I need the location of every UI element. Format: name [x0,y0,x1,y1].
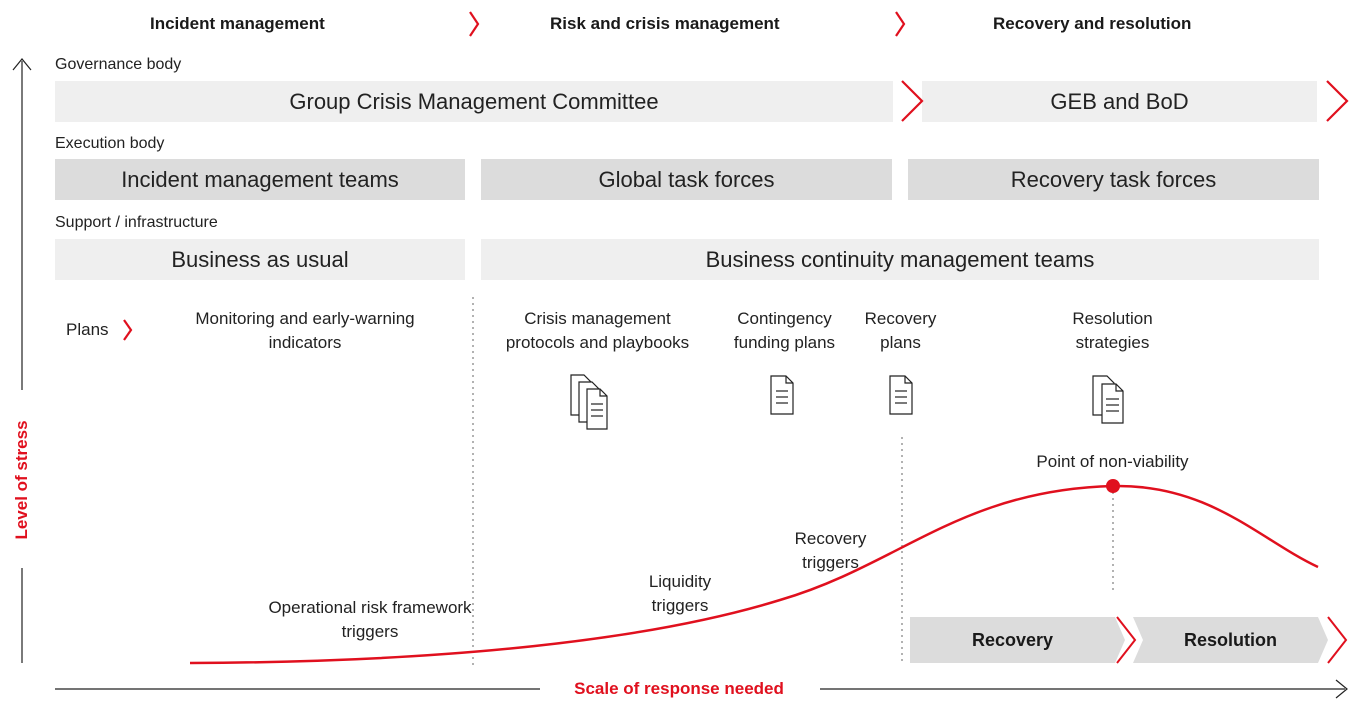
phase-chevron-2 [895,11,906,37]
phase-incident-management: Incident management [150,14,325,33]
governance-label: Governance body [55,56,182,73]
non-viability-point [1106,479,1120,493]
x-axis-label: Scale of response needed [540,679,818,699]
governance-arrow-1 [901,80,924,122]
stress-curve [189,484,1319,665]
resolution-bar-shape [1133,617,1328,663]
document-icon [889,375,913,415]
y-axis-arrowhead-icon [12,58,32,71]
resolution-arrow-icon [1327,616,1348,664]
recovery-bar-shape [910,617,1125,663]
phase-chevron-1 [469,11,480,37]
execution-label: Execution body [55,135,165,152]
plans-chevron-icon [123,319,133,341]
geb-bod-band: GEB and BoD [922,81,1317,122]
recovery-task-forces-band: Recovery task forces [908,159,1319,200]
trigger-recovery: Recovery triggers [794,529,867,572]
point-of-non-viability-label: Point of non-viability [1036,452,1189,471]
recovery-arrow-icon [1116,616,1137,664]
business-continuity-teams-band: Business continuity management teams [481,239,1319,280]
business-as-usual-band: Business as usual [55,239,465,280]
plans-label: Plans [66,320,109,339]
phase-recovery-resolution: Recovery and resolution [993,14,1192,33]
incident-management-teams-band: Incident management teams [55,159,465,200]
document-stack-icon [570,374,608,430]
global-task-forces-band: Global task forces [481,159,892,200]
document-double-icon [1092,375,1124,424]
stage-recovery-label: Recovery [971,629,1054,650]
stage-resolution-label: Resolution [1184,629,1277,650]
plan-recovery: Recovery plans [864,309,937,352]
phase-risk-crisis-management: Risk and crisis management [550,14,780,33]
x-axis-arrowhead-icon [1335,679,1348,699]
trigger-liquidity: Liquidity triggers [648,572,712,615]
plan-monitoring-indicators: Monitoring and early-warning indicators [195,309,415,352]
group-crisis-committee-band: Group Crisis Management Committee [55,81,893,122]
plan-resolution-strategies: Resolution strategies [1072,309,1153,352]
document-icon [770,375,794,415]
trigger-operational-risk: Operational risk framework triggers [268,598,472,641]
governance-arrow-2 [1326,80,1349,122]
plan-contingency-funding: Contingency funding plans [733,309,836,352]
plan-crisis-protocols: Crisis management protocols and playbook… [505,309,690,352]
support-label: Support / infrastructure [55,214,218,231]
